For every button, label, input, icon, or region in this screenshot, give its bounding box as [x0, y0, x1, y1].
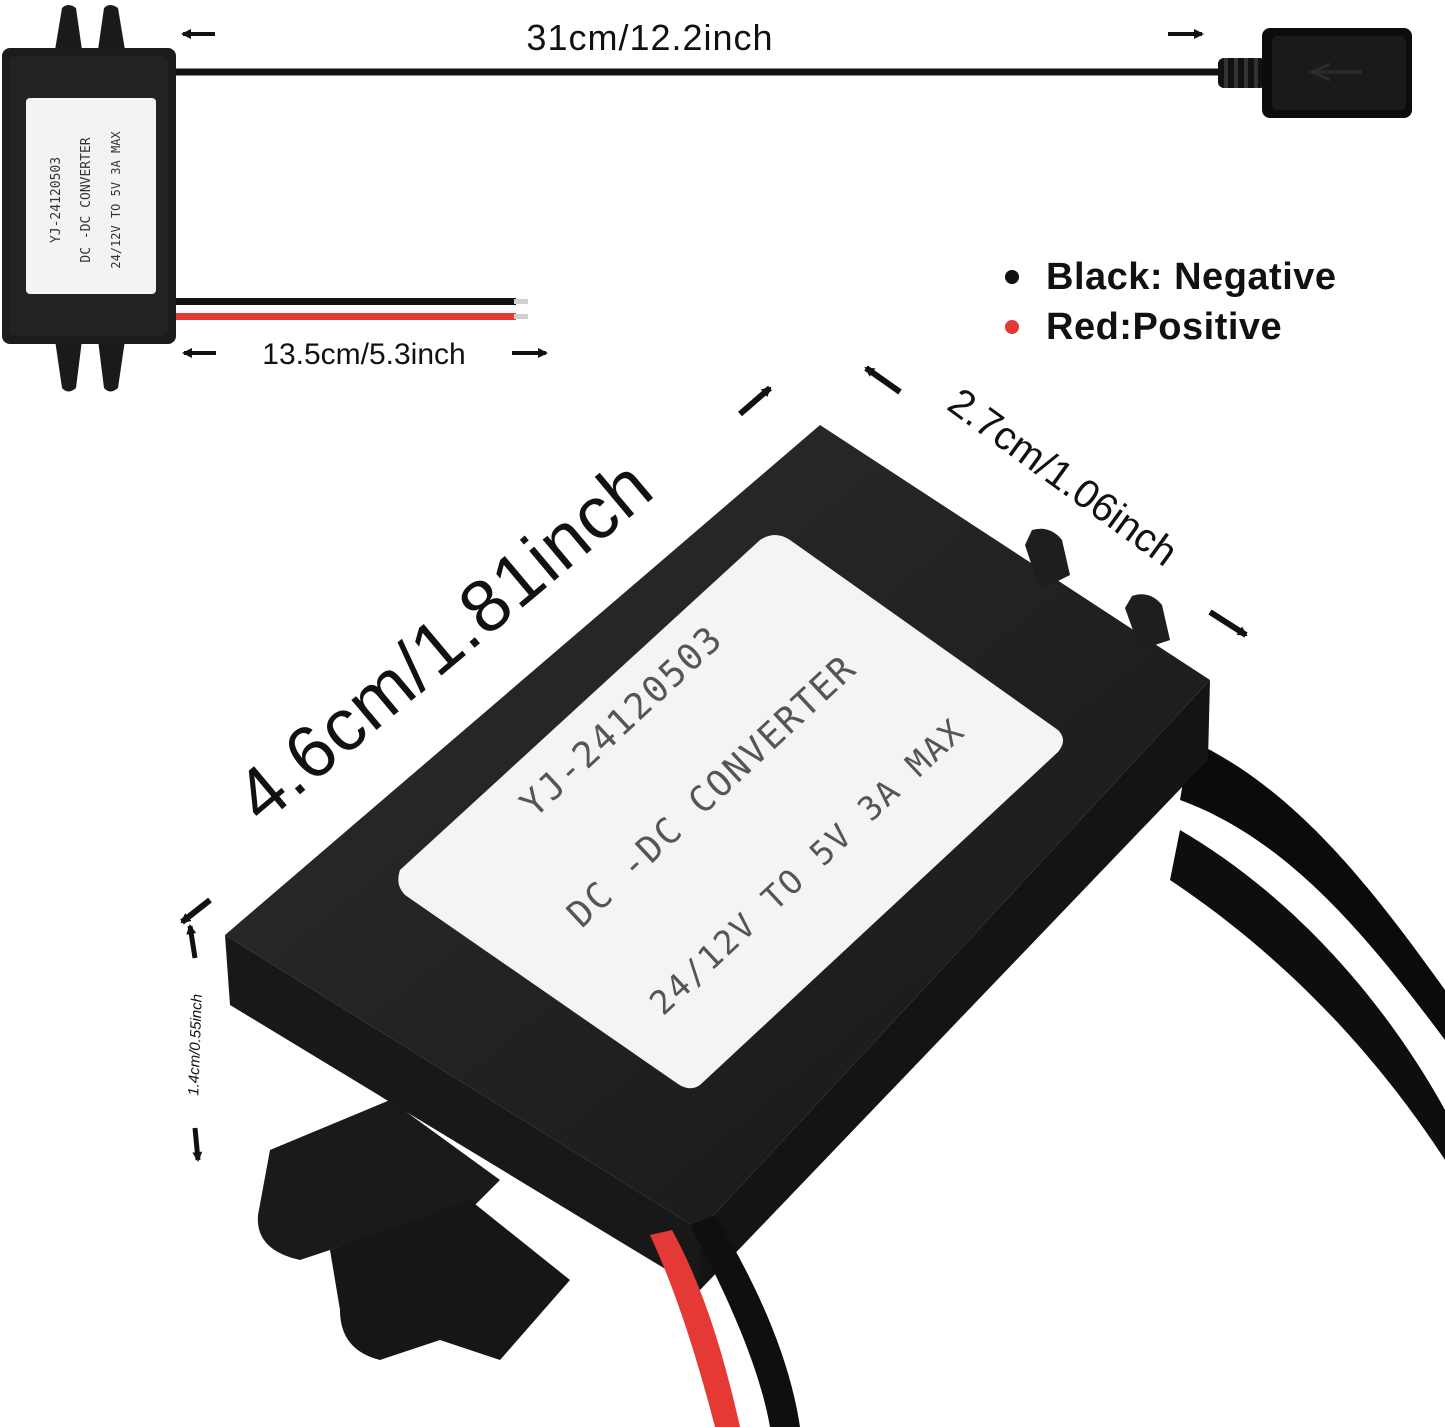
small-label-type: DC -DC CONVERTER: [79, 137, 94, 262]
large-red-wire: [650, 1230, 740, 1427]
small-module-label: [26, 98, 156, 294]
small-module: YJ-24120503 DC -DC CONVERTER 24/12V TO 5…: [2, 5, 176, 392]
cable-length-label: 31cm/12.2inch: [526, 17, 773, 58]
arrow-icon: [180, 897, 212, 925]
small-module-bottom-tab-right: [98, 340, 125, 392]
small-module-bottom-tab-left: [55, 340, 82, 392]
arrow-icon: [192, 1127, 203, 1162]
wire-length-label: 13.5cm/5.3inch: [262, 338, 465, 371]
legend-text-black: Black: Negative: [1046, 255, 1337, 298]
red-dot-icon: [1005, 320, 1019, 334]
small-label-spec: 24/12V TO 5V 3A MAX: [109, 131, 123, 269]
module-height-label: 1.4cm/0.55inch: [185, 994, 206, 1096]
legend-item-black: Black: Negative: [1005, 252, 1337, 302]
arrow-icon: [1208, 609, 1248, 638]
arrow-icon: [186, 924, 198, 959]
small-module-top-tab-left: [55, 5, 82, 50]
legend-item-red: Red:Positive: [1005, 302, 1337, 352]
wire-color-legend: Black: Negative Red:Positive: [1005, 252, 1337, 352]
large-module: YJ-24120503 DC -DC CONVERTER 24/12V TO 5…: [225, 425, 1445, 1427]
input-wires: [176, 298, 528, 320]
legend-text-red: Red:Positive: [1046, 305, 1283, 348]
small-module-top-tab-right: [98, 5, 125, 50]
arrow-icon: [864, 365, 902, 395]
black-dot-icon: [1005, 270, 1019, 284]
arrow-icon: [738, 385, 772, 417]
small-label-model: YJ-24120503: [49, 157, 64, 243]
large-module-front-face: [225, 935, 700, 1290]
large-black-wire: [690, 1215, 800, 1427]
large-output-cable-upper: [1180, 740, 1445, 1040]
large-module-label: [398, 535, 1063, 1089]
usb-port-icon: [1262, 28, 1412, 118]
usb-strain-relief: [1218, 58, 1266, 88]
large-module-tab-right: [330, 1200, 570, 1360]
large-output-cable-lower: [1170, 830, 1445, 1160]
